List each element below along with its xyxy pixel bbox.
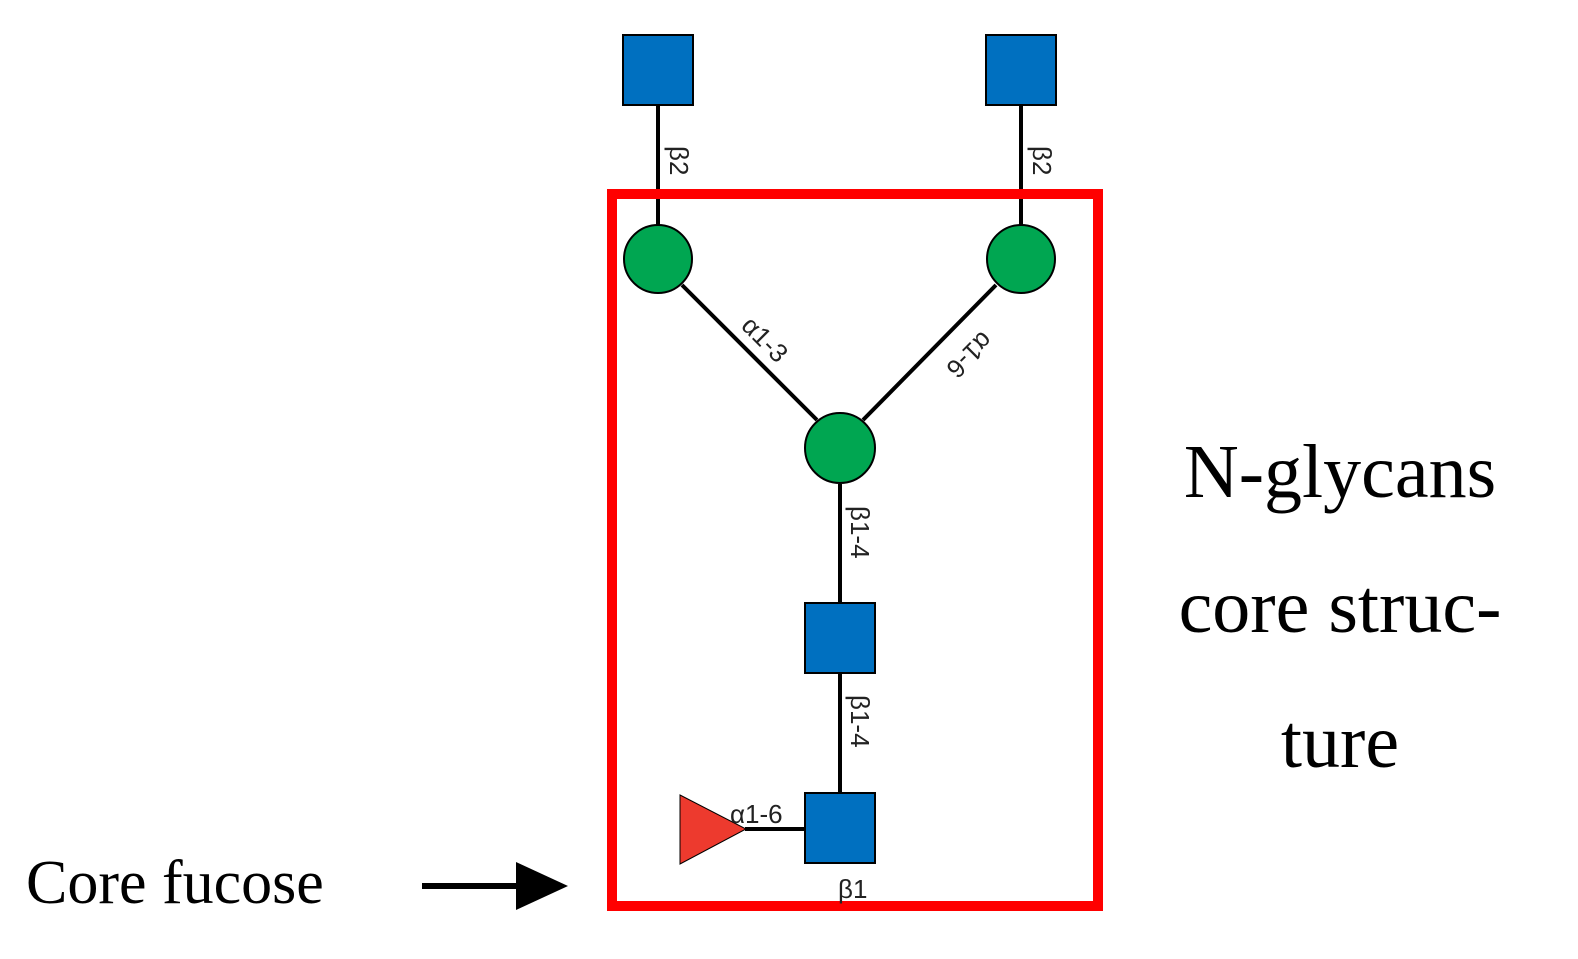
linkage-label-left-branch: α1-3 [736, 310, 794, 368]
linkage-label-fucose: α1-6 [730, 799, 783, 829]
title-line-3: ture [1281, 700, 1399, 784]
core-structure-highlight-box [607, 189, 1103, 911]
linkage-label-left-antenna: β2 [664, 146, 694, 175]
core-fucose-label: Core fucose [26, 849, 324, 917]
mannose-circle-icon [804, 412, 876, 484]
glcnac-square-icon [985, 34, 1057, 106]
linkage-label-lower-stem: β1-4 [845, 695, 875, 748]
mannose-circle-icon [623, 224, 693, 294]
fucose-triangle-icon [679, 794, 748, 865]
bond-left-branch [680, 283, 819, 422]
linkage-label-reducing-end: β1 [838, 874, 867, 904]
glcnac-square-icon [804, 792, 876, 864]
arrow-right-icon [422, 862, 568, 910]
title-line-1: N-glycans [1184, 430, 1496, 514]
glcnac-square-icon [622, 34, 694, 106]
bonds [656, 105, 1023, 831]
glcnac-square-icon [804, 602, 876, 674]
linkage-label-right-antenna: β2 [1027, 146, 1057, 175]
bond-right-branch [861, 283, 998, 422]
title-line-2: core struc- [1179, 565, 1502, 649]
linkage-label-upper-stem: β1-4 [845, 506, 875, 559]
mannose-circle-icon [986, 224, 1056, 294]
